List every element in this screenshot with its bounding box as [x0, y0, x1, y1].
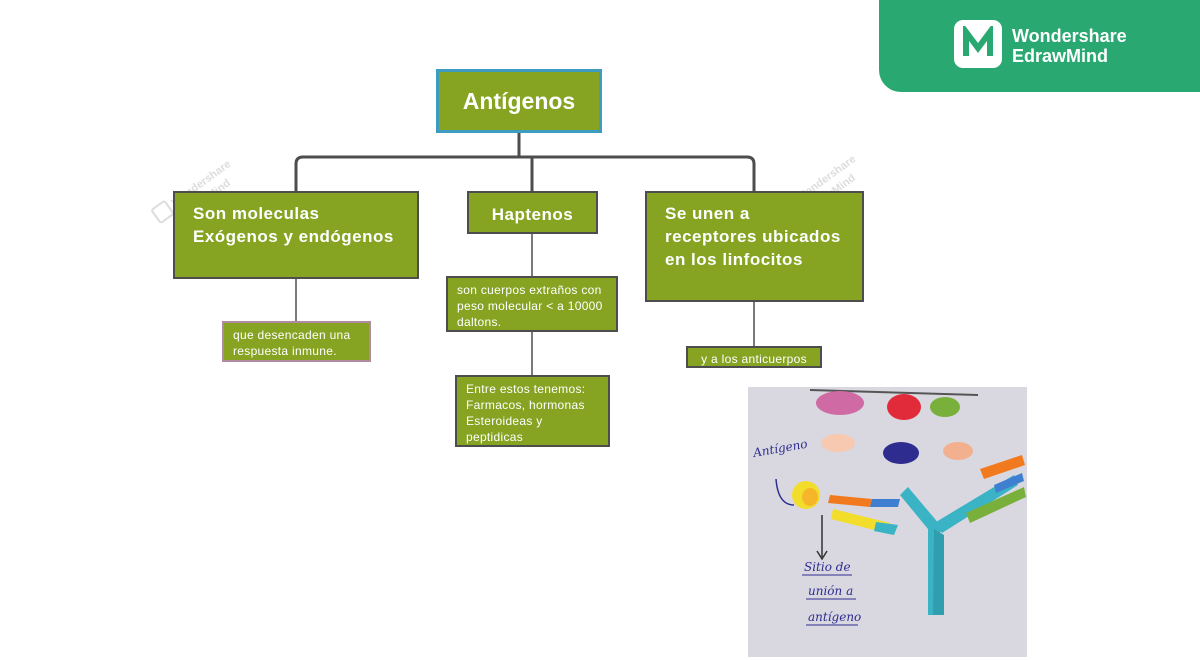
- leaf-node-farmacos-hormonas[interactable]: Entre estos tenemos: Farmacos, hormonas …: [455, 375, 610, 447]
- leaf-node-respuesta-inmune[interactable]: que desencaden una respuesta inmune.: [222, 321, 371, 362]
- brand-line-2: EdrawMind: [1012, 46, 1109, 66]
- brand-name: Wondershare EdrawMind: [1012, 26, 1127, 66]
- photo-label-union: unión a: [808, 584, 853, 598]
- branch-node-exogenos[interactable]: Son moleculas Exógenos y endógenos: [173, 191, 419, 279]
- branch-node-haptenos[interactable]: Haptenos: [467, 191, 598, 234]
- leaf-node-cuerpos-extranos[interactable]: son cuerpos extraños con peso molecular …: [446, 276, 618, 332]
- edrawmind-brand-banner: Wondershare EdrawMind: [879, 0, 1200, 92]
- photo-label-antigeno-2: antígeno: [808, 610, 861, 624]
- photo-label-sitio: Sitio de: [804, 560, 851, 574]
- leaf-node-anticuerpos[interactable]: y a los anticuerpos: [686, 346, 822, 368]
- edrawmind-logo-icon: [954, 20, 1002, 68]
- antibody-drawing-image: Antígeno Sitio de unión a antígeno: [748, 387, 1027, 657]
- root-node-antigenos[interactable]: Antígenos: [436, 69, 602, 133]
- branch-node-receptores[interactable]: Se unen a receptores ubicados en los lin…: [645, 191, 864, 302]
- connector-root-bar: [294, 155, 756, 191]
- brand-line-1: Wondershare: [1012, 26, 1127, 46]
